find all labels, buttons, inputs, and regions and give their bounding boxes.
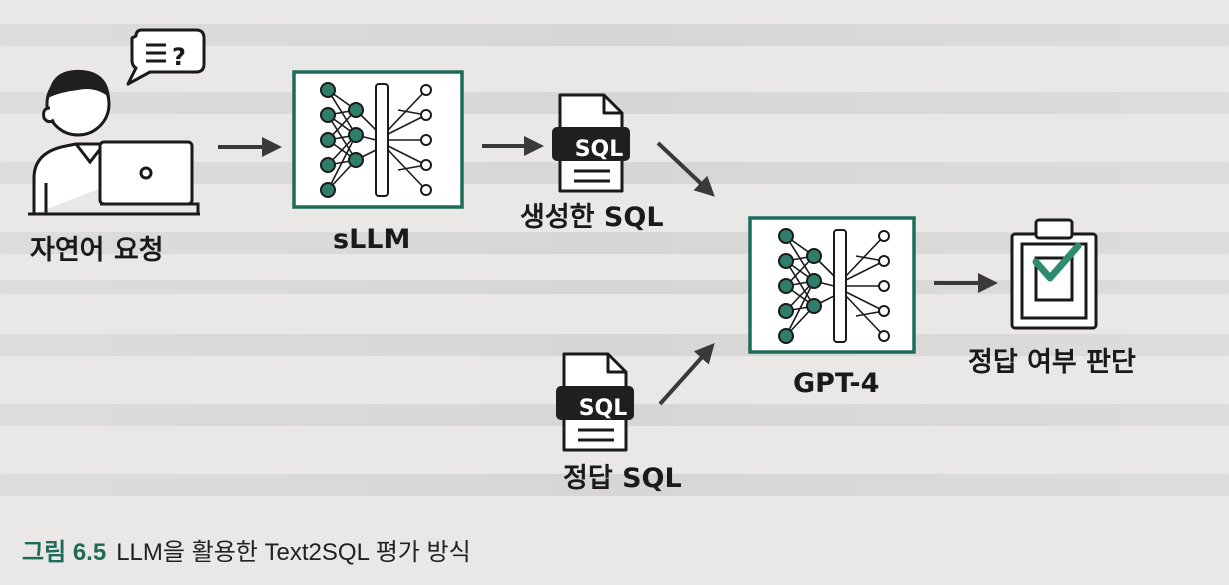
arrow-icon: [218, 136, 998, 406]
generated-sql-label: 생성한 SQL: [520, 202, 664, 233]
figure-caption: 그림 6.5 LLM을 활용한 Text2SQL 평가 방식: [22, 532, 471, 567]
speech-bubble-icon: ?: [126, 28, 206, 86]
sllm-label: sLLM: [333, 224, 411, 255]
gpt4-model-box: [748, 216, 916, 354]
user-request-label: 자연어 요청: [30, 235, 164, 266]
user-laptop-icon: [28, 69, 200, 216]
generated-sql-document-icon: SQL: [550, 93, 632, 193]
sllm-model-box: [292, 70, 464, 209]
sql-badge-text: SQL: [575, 137, 624, 162]
sql-badge-text: SQL: [579, 396, 628, 421]
verdict-label: 정답 여부 판단: [968, 347, 1136, 378]
figure-caption-text: LLM을 활용한 Text2SQL 평가 방식: [116, 539, 471, 566]
answer-sql-document-icon: SQL: [554, 352, 636, 452]
answer-sql-label: 정답 SQL: [563, 463, 682, 494]
figure-number: 그림 6.5: [22, 539, 107, 566]
svg-text:?: ?: [172, 43, 186, 71]
clipboard-check-icon: [1010, 218, 1098, 330]
gpt4-label: GPT-4: [793, 368, 880, 399]
